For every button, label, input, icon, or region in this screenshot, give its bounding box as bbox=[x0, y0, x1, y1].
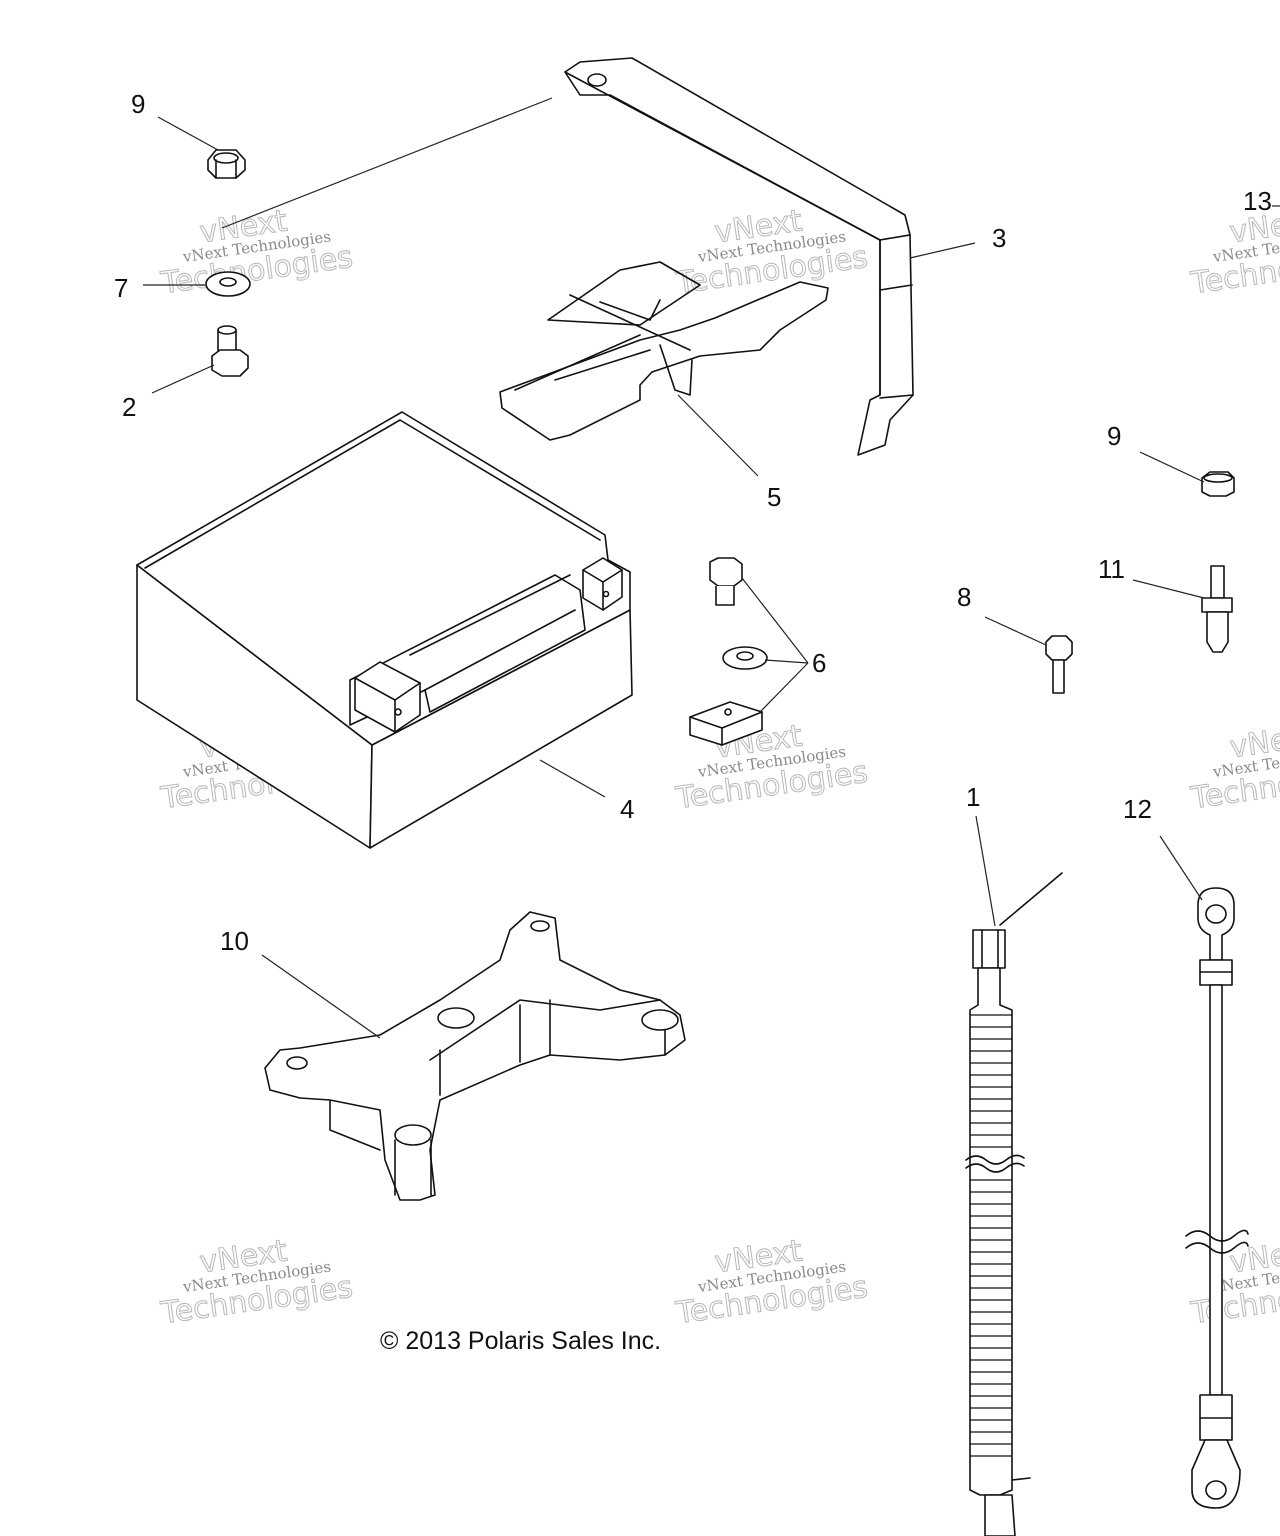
battery[interactable] bbox=[136, 411, 633, 849]
ground-cable[interactable] bbox=[1185, 887, 1249, 1509]
callout-9-right: 9 bbox=[1107, 421, 1121, 451]
nut-right[interactable] bbox=[1201, 471, 1235, 497]
callout-12: 12 bbox=[1123, 794, 1152, 824]
callout-13: 13 bbox=[1243, 186, 1272, 216]
callout-3: 3 bbox=[992, 223, 1006, 253]
battery-terminal-bolt[interactable] bbox=[211, 325, 249, 377]
watermark: vNext vNext Technologies Technologies bbox=[158, 1233, 356, 1332]
callout-4: 4 bbox=[620, 794, 634, 824]
callouts: 9 7 2 3 5 6 4 10 8 9 11 1 12 13 bbox=[114, 89, 1272, 956]
callout-8: 8 bbox=[957, 582, 971, 612]
callout-6: 6 bbox=[812, 648, 826, 678]
leader-lines bbox=[143, 97, 1280, 1039]
callout-1: 1 bbox=[966, 782, 980, 812]
callout-5: 5 bbox=[767, 482, 781, 512]
callout-10: 10 bbox=[220, 926, 249, 956]
callout-7: 7 bbox=[114, 273, 128, 303]
harness-corrugation bbox=[970, 1014, 1012, 1457]
callout-9-top: 9 bbox=[131, 89, 145, 119]
watermark: vNext vNext Technologies Technologies bbox=[673, 203, 871, 302]
watermark: vNext vNext Technologies Technologies bbox=[673, 1233, 871, 1332]
copyright-notice: © 2013 Polaris Sales Inc. bbox=[380, 1327, 661, 1355]
screw[interactable] bbox=[1045, 635, 1073, 694]
battery-harness[interactable] bbox=[965, 872, 1063, 1536]
battery-pad[interactable] bbox=[499, 261, 829, 441]
washer[interactable] bbox=[205, 271, 251, 297]
battery-hold-down-strap[interactable] bbox=[564, 57, 914, 456]
terminal-hardware-kit[interactable] bbox=[689, 557, 768, 746]
watermark: vNext vNext Technologies Technologies bbox=[1188, 1233, 1280, 1332]
stud[interactable] bbox=[1201, 565, 1233, 653]
watermark: vNext vNext Technologies Technologies bbox=[1188, 718, 1280, 817]
battery-bracket[interactable] bbox=[264, 911, 686, 1201]
callout-11: 11 bbox=[1098, 554, 1125, 584]
callout-2: 2 bbox=[122, 392, 136, 422]
nut[interactable] bbox=[207, 149, 246, 179]
